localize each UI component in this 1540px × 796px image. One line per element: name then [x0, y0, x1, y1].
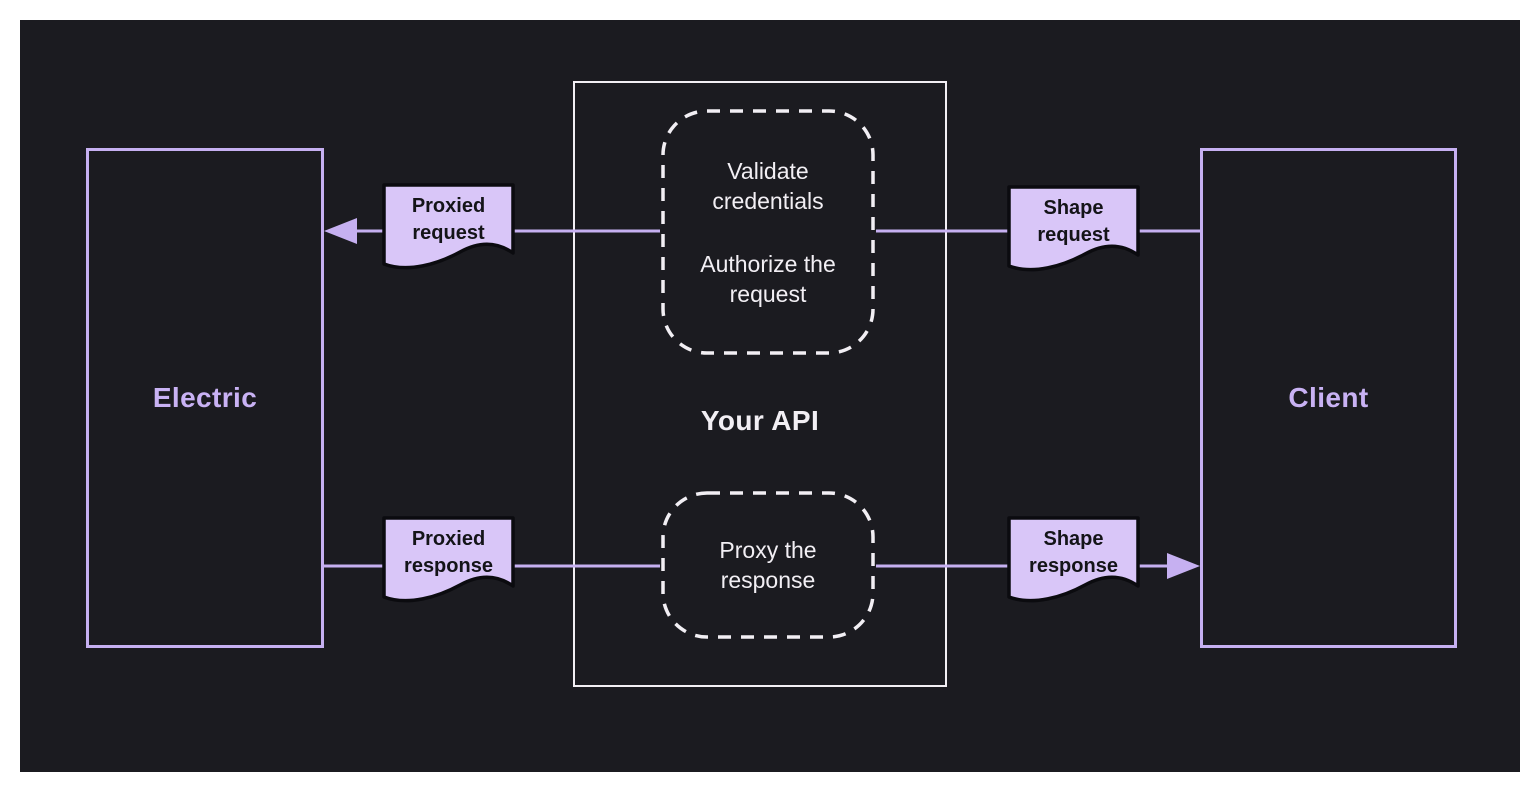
- node-client: Client: [1200, 148, 1457, 648]
- flag-proxied-response-label: Proxied response: [404, 528, 493, 577]
- document-shape-icon: [382, 183, 515, 270]
- step-validate-credentials: Validate credentials: [712, 157, 824, 214]
- process-auth-text: Validate credentials Authorize the reque…: [660, 108, 876, 356]
- node-your-api: Validate credentials Authorize the reque…: [573, 81, 947, 687]
- process-auth-shape: Validate credentials Authorize the reque…: [660, 108, 876, 356]
- step-proxy-response: Proxy the response: [719, 537, 817, 593]
- flag-shape-response-label: Shape response: [1029, 528, 1118, 577]
- flag-shape-request: Shape request: [1007, 185, 1140, 285]
- node-electric: Electric: [86, 148, 324, 648]
- step-authorize-request: Authorize the request: [700, 250, 836, 307]
- document-shape-icon: [382, 516, 515, 603]
- process-proxy-shape: Proxy the response: [660, 490, 876, 640]
- flag-proxied-request: Proxied request: [382, 183, 515, 283]
- arrowhead-right-icon: [1167, 553, 1200, 579]
- diagram-canvas: Electric Client Validate credentials Aut…: [20, 20, 1520, 772]
- process-proxy-text: Proxy the response: [660, 490, 876, 640]
- arrowhead-left-icon: [324, 218, 357, 244]
- flag-shape-request-label: Shape request: [1037, 197, 1110, 246]
- node-electric-label: Electric: [152, 382, 258, 413]
- flag-proxied-response: Proxied response: [382, 516, 515, 616]
- document-shape-icon: [1007, 516, 1140, 603]
- your-api-title: Your API: [700, 405, 820, 436]
- flag-shape-response: Shape response: [1007, 516, 1140, 616]
- node-client-label: Client: [1288, 382, 1369, 413]
- document-shape-icon: [1007, 185, 1140, 272]
- dashed-rounded-rect-icon: [661, 491, 875, 639]
- flag-proxied-request-label: Proxied request: [411, 195, 486, 244]
